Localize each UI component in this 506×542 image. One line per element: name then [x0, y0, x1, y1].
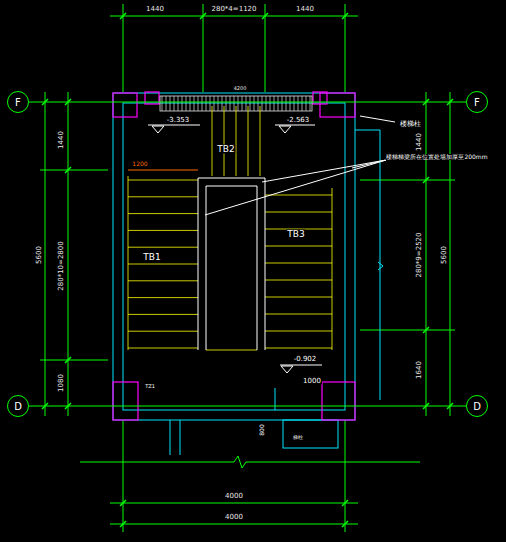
stair-tread: [265, 331, 332, 332]
stair-tread: [128, 196, 198, 197]
grid-line: [29, 102, 466, 103]
stair-tread: [265, 246, 332, 247]
dimension-text: 280*10=2800: [58, 240, 65, 291]
grid-axis-bubble: F: [7, 91, 29, 113]
annotation-text: 4000: [224, 514, 244, 521]
annotation-text: -3.353: [166, 117, 191, 124]
dimension-text: 1640: [416, 360, 423, 380]
dimension-text: 1080: [58, 373, 65, 393]
stair-tread: [236, 106, 237, 176]
stair-tread: [224, 106, 225, 176]
stair-tread: [128, 180, 198, 181]
stair-tread: [128, 264, 198, 265]
annotation-text: 1000: [302, 378, 322, 385]
dimension-text: 1440: [416, 132, 423, 152]
axis-label: F: [15, 97, 21, 108]
grid-axis-bubble: F: [466, 91, 488, 113]
grid-line: [29, 406, 466, 407]
stair-tread: [128, 331, 198, 332]
stair-tread: [212, 106, 213, 176]
annotation-text: 1200: [131, 161, 148, 167]
stair-tread: [265, 263, 332, 264]
stair-tread: [128, 176, 129, 350]
grid-axis-bubble: D: [466, 395, 488, 417]
annotation-text: 4000: [224, 493, 244, 500]
stair-tread: [128, 230, 198, 231]
dimension-text: 1440: [58, 130, 65, 150]
stair-tread: [265, 348, 332, 349]
stair-tread: [332, 188, 333, 350]
stair-tread: [206, 350, 257, 351]
stair-tread: [265, 280, 332, 281]
annotation-text: 280*4=1120: [211, 6, 258, 13]
stair-tread: [265, 314, 332, 315]
annotation-text: 4200: [233, 86, 248, 91]
annotation-text: 1440: [295, 6, 315, 13]
dimension-text: 5600: [36, 245, 43, 265]
stair-tread: [265, 297, 332, 298]
dimension-text: 800: [259, 423, 265, 436]
annotation-text: 楼梯梯梁所在位置处墙加厚至200mm: [385, 154, 488, 160]
stair-tread: [128, 314, 198, 315]
axis-label: D: [473, 401, 481, 412]
annotation-text: 梯柱: [292, 435, 304, 440]
dimension-text: 5600: [441, 245, 448, 265]
annotation-text: -0.902: [293, 356, 318, 363]
annotation-text: -2.563: [286, 117, 311, 124]
annotation-text: 1440: [145, 6, 165, 13]
annotation-text: 楼梯柱: [399, 121, 422, 128]
stair-tread: [128, 297, 198, 298]
axis-label: D: [14, 401, 22, 412]
stair-tread: [128, 247, 198, 248]
dimension-text: 280*9=2520: [416, 232, 423, 279]
annotation-text: TZ1: [144, 384, 156, 389]
grid-axis-bubble: D: [7, 395, 29, 417]
stair-tread: [128, 213, 198, 214]
stair-tread: [265, 212, 332, 213]
stair-tread: [248, 106, 249, 176]
stair-tread: [260, 106, 261, 176]
annotation-text: TB3: [286, 230, 305, 239]
annotation-text: TB1: [142, 253, 161, 262]
annotation-text: TB2: [216, 145, 235, 154]
stair-tread: [128, 280, 198, 281]
stair-tread: [128, 348, 198, 349]
axis-label: F: [474, 97, 480, 108]
stair-tread: [265, 195, 332, 196]
